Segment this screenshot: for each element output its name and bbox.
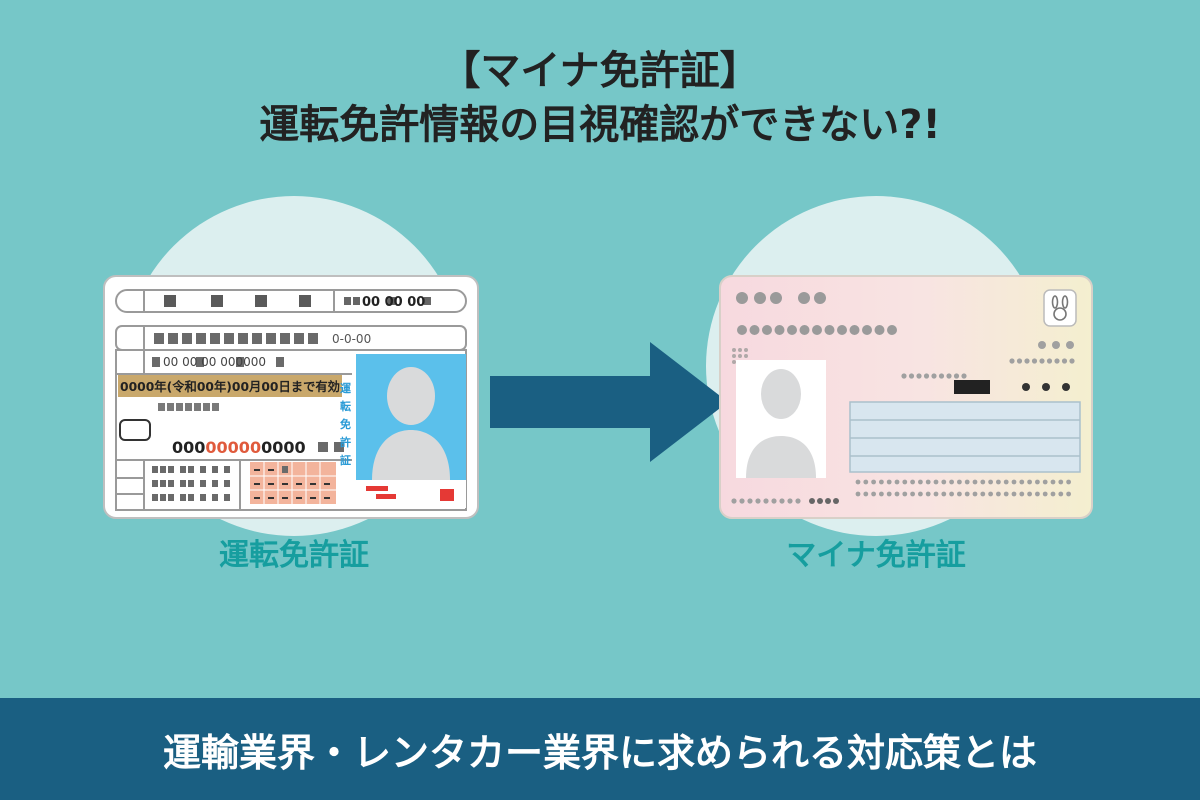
- svg-text:運転免許証: 運転免許証: [340, 382, 352, 467]
- title-line-1: 【マイナ免許証】: [440, 48, 760, 94]
- drivers-license-caption: 運転免許証: [219, 538, 369, 573]
- my-number-card: [719, 275, 1093, 519]
- card-vertical-label: 運転免許証: [340, 382, 352, 467]
- footer-text: 運輸業界・レンタカー業界に求められる対応策とは: [162, 731, 1037, 775]
- license-number-part-3: 0000: [261, 438, 306, 457]
- person-silhouette-icon: [372, 367, 450, 480]
- svg-text:000000000000: 000000000000: [172, 438, 306, 457]
- license-number-part-1: 000: [172, 438, 205, 457]
- my-number-license-caption: マイナ免許証: [786, 538, 966, 573]
- footer-band: [0, 698, 1200, 800]
- card-expiry: 0000年(令和00年)00月00日まで有効: [120, 379, 340, 394]
- card-line-code: 0-0-00: [332, 332, 371, 346]
- person-silhouette-icon: [746, 369, 816, 478]
- drivers-license-card: 00 00 00 0-0-00 00 00 00 000000 0000年(令和…: [103, 275, 479, 519]
- license-number-part-2: 00000: [205, 438, 261, 457]
- card-top-code: 00 00 00: [362, 295, 425, 310]
- card-small-row: 00 00 00 000000: [163, 355, 266, 369]
- arrow-right-icon: [490, 342, 728, 462]
- title-line-2: 運転免許情報の目視確認ができない?!: [259, 102, 941, 148]
- rabbit-icon: [1051, 295, 1069, 321]
